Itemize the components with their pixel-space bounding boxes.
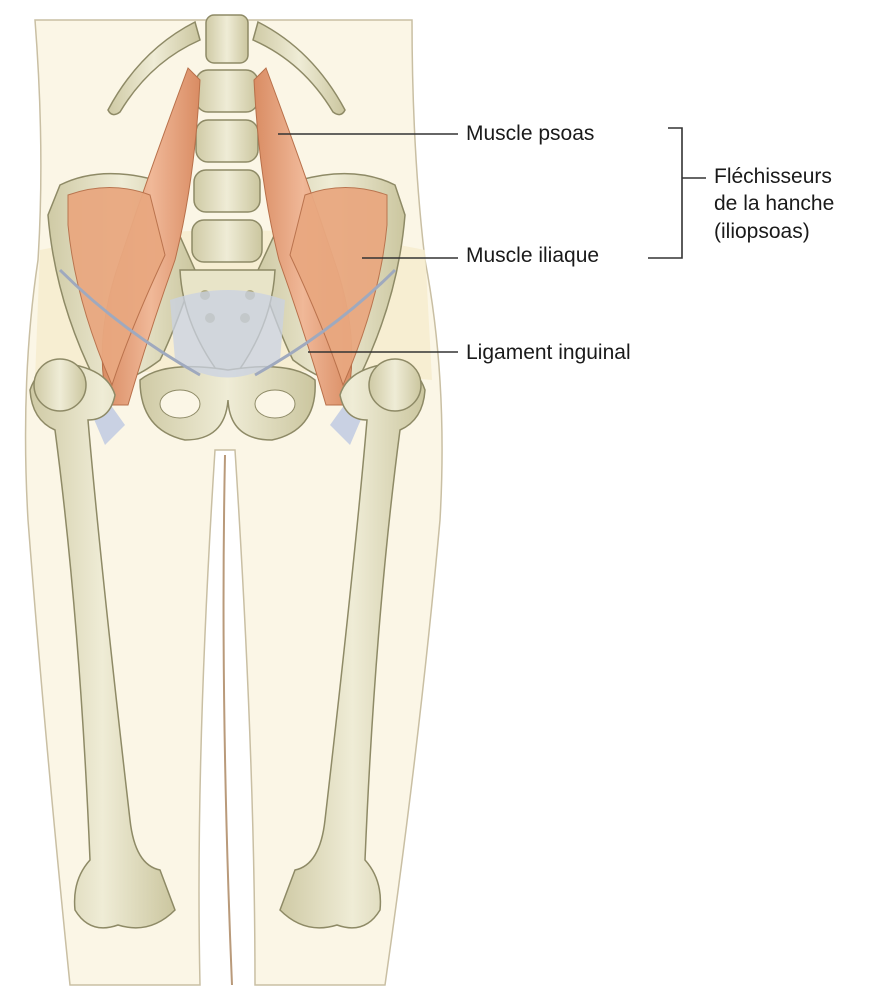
label-muscle-psoas: Muscle psoas — [466, 121, 594, 146]
label-group-line2: de la hanche — [714, 190, 834, 217]
label-group-line3: (iliopsoas) — [714, 218, 834, 245]
label-hip-flexors-group: Fléchisseurs de la hanche (iliopsoas) — [714, 163, 834, 245]
label-group-line1: Fléchisseurs — [714, 163, 834, 190]
label-ligament-inguinal: Ligament inguinal — [466, 340, 631, 365]
group-bracket — [648, 128, 682, 258]
label-muscle-iliaque: Muscle iliaque — [466, 243, 599, 268]
